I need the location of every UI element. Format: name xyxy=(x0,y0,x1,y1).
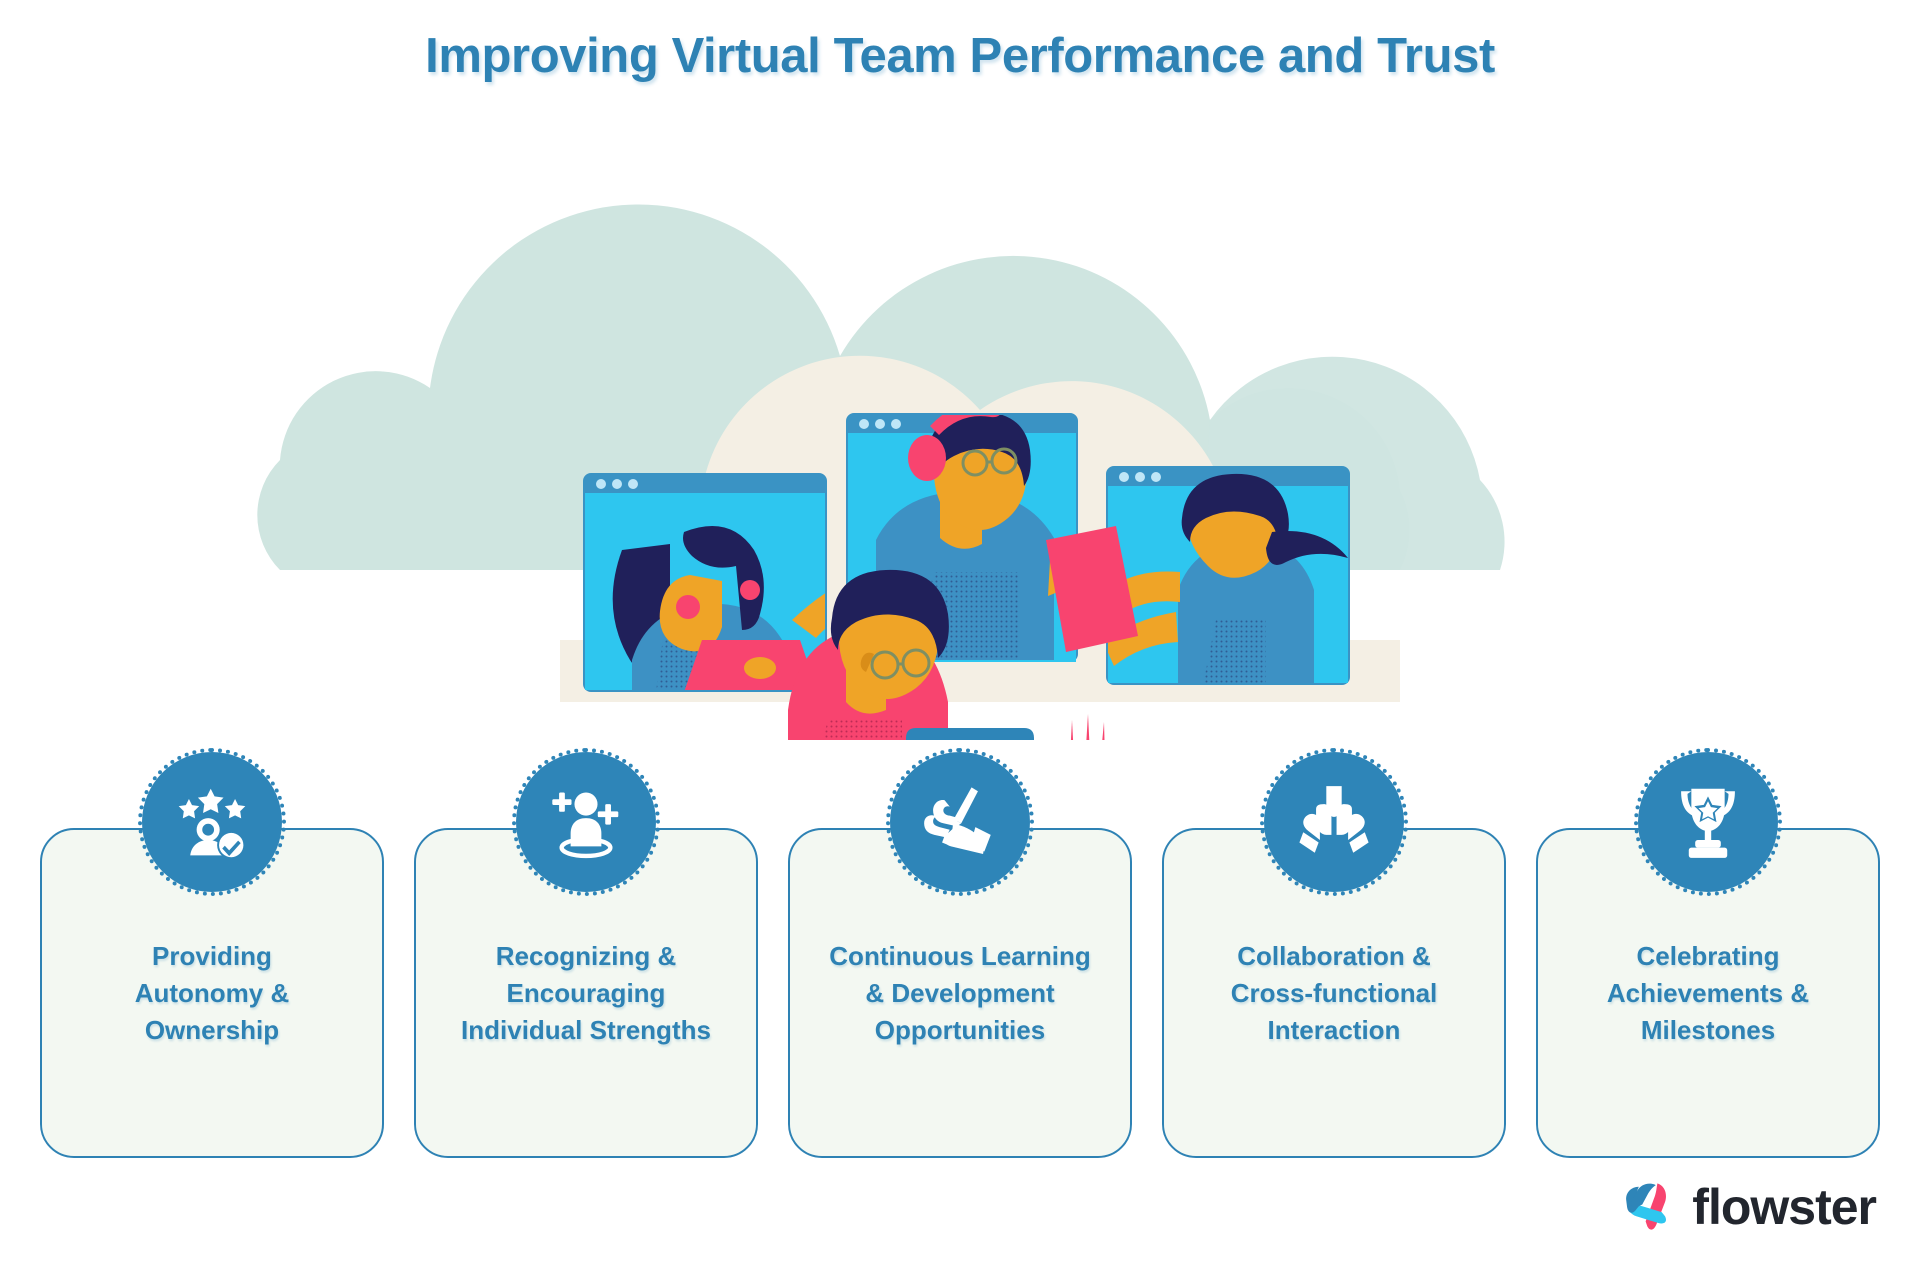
virtual-team-illustration xyxy=(0,120,1920,740)
card-recognizing-strengths[interactable]: Recognizing & Encouraging Individual Str… xyxy=(414,748,758,1158)
card-continuous-learning[interactable]: Continuous Learning & Development Opport… xyxy=(788,748,1132,1158)
video-window-center xyxy=(846,413,1078,662)
card-label: Collaboration & Cross-functional Interac… xyxy=(1230,941,1438,1045)
flowster-swirl-logo xyxy=(1626,1183,1667,1230)
logo-wordmark: flowster xyxy=(1692,1179,1877,1235)
card-providing-autonomy[interactable]: Providing Autonomy & Ownership xyxy=(40,748,384,1158)
flowster-logo[interactable]: flowster xyxy=(1622,1178,1877,1236)
card-label: Celebrating Achievements & Milestones xyxy=(1606,941,1810,1045)
card-label: Providing Autonomy & Ownership xyxy=(134,941,290,1045)
card-label: Continuous Learning & Development Opport… xyxy=(829,941,1091,1045)
card-label: Recognizing & Encouraging Individual Str… xyxy=(461,941,711,1045)
video-window-right xyxy=(1106,466,1350,685)
person-stars-verified-icon xyxy=(138,748,286,896)
benefit-cards-row: Providing Autonomy & Ownership Recognizi… xyxy=(40,748,1880,1158)
hands-together-teamwork-icon xyxy=(1260,748,1408,896)
page-title: Improving Virtual Team Performance and T… xyxy=(425,29,1495,83)
person-plus-add-icon xyxy=(512,748,660,896)
hand-holding-pencil-icon xyxy=(886,748,1034,896)
video-window-left xyxy=(583,473,827,692)
card-collaboration[interactable]: Collaboration & Cross-functional Interac… xyxy=(1162,748,1506,1158)
desk-worker-foreground xyxy=(788,569,1105,740)
shared-pink-document xyxy=(1046,526,1138,652)
card-celebrating-achievements[interactable]: Celebrating Achievements & Milestones xyxy=(1536,748,1880,1158)
trophy-star-icon xyxy=(1634,748,1782,896)
